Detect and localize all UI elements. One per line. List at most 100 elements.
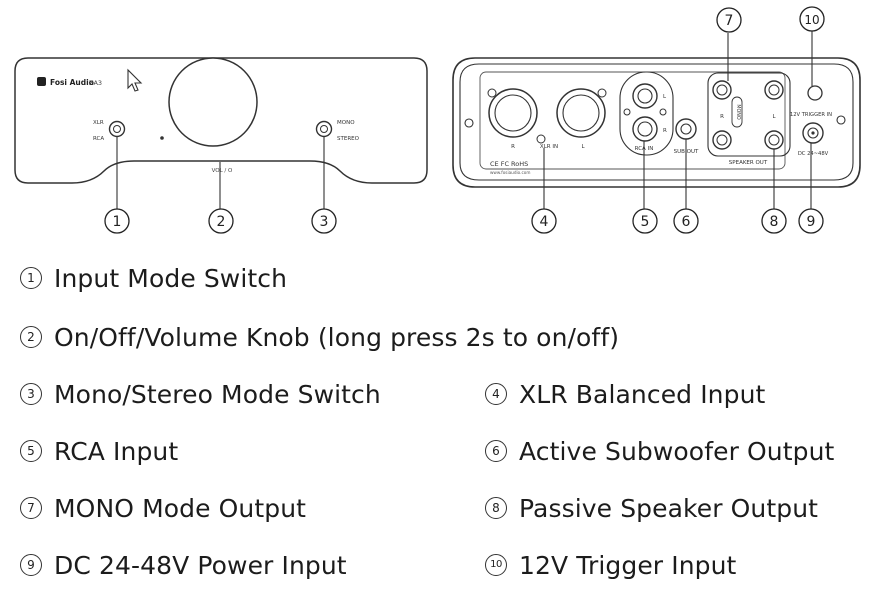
xlr-label-r: R	[511, 144, 515, 150]
legend-item-9: 9 DC 24-48V Power Input	[20, 545, 347, 585]
website-label: www.fosiaudio.com	[490, 170, 530, 175]
legend-number: 2	[20, 326, 42, 348]
legend-item-7: 7 MONO Mode Output	[20, 488, 306, 528]
callout-number: 7	[725, 13, 734, 29]
callout-2	[208, 208, 234, 234]
mono-stereo-switch-inner	[320, 125, 328, 133]
callout-1	[104, 208, 130, 234]
xlr-l-latch	[597, 88, 607, 98]
legend-text: Input Mode Switch	[54, 263, 288, 293]
dc-power-pin	[811, 131, 815, 135]
legend-number: 8	[485, 497, 507, 519]
xlr-label-in: XLR IN	[540, 144, 558, 150]
rear-connector-plate	[479, 71, 786, 170]
legend-text: RCA Input	[54, 436, 179, 466]
callout-number: 8	[770, 214, 779, 230]
speaker-l-minus-inner	[768, 134, 780, 146]
speaker-out-label: SPEAKER OUT	[729, 160, 768, 166]
callout-number: 5	[641, 214, 650, 230]
legend-text: On/Off/Volume Knob (long press 2s to on/…	[54, 322, 620, 352]
speaker-label-l: L	[772, 114, 776, 120]
legend-number: 7	[20, 497, 42, 519]
screw-right	[836, 115, 846, 125]
trigger-label: 12V TRIGGER IN	[790, 112, 832, 118]
switch-label-mono: MONO	[337, 120, 355, 126]
speaker-r-plus-inner	[716, 84, 728, 96]
speaker-group-outline	[707, 72, 791, 157]
legend-text: XLR Balanced Input	[519, 379, 766, 409]
rear-panel: R XLR IN L L R RCA IN SUB OUT MONO R L S…	[452, 57, 861, 188]
xlr-r-inner	[494, 94, 532, 132]
rear-callout-lines	[543, 31, 813, 209]
amplifier-panels-diagram: Fosi Audio ZA3 VOL / O XLR RCA MONO STER…	[14, 6, 861, 234]
callout-number: 2	[217, 214, 226, 230]
speaker-l-plus-inner	[768, 84, 780, 96]
legend-number: 10	[485, 554, 507, 576]
xlr-l-inner	[562, 94, 600, 132]
knob-label: VOL / O	[212, 168, 233, 174]
callout-numbers: 1 2 3 4 5 6 7 8 9 10	[113, 13, 820, 230]
model-name: ZA3	[89, 79, 102, 87]
legend-number: 5	[20, 440, 42, 462]
rca-l-inner	[637, 88, 653, 104]
callout-5	[632, 208, 658, 234]
legend-item-10: 10 12V Trigger Input	[485, 545, 736, 585]
rca-group-outline	[619, 71, 674, 156]
callout-number: 4	[540, 214, 549, 230]
screw-left	[464, 118, 474, 128]
callout-number: 6	[682, 214, 691, 230]
legend-item-4: 4 XLR Balanced Input	[485, 374, 765, 414]
callout-7	[716, 7, 742, 33]
legend-text: DC 24-48V Power Input	[54, 550, 347, 580]
switch-label-xlr: XLR	[93, 120, 104, 126]
legend-text: Active Subwoofer Output	[519, 436, 835, 466]
callout-8	[761, 208, 787, 234]
legend-text: Passive Speaker Output	[519, 493, 819, 523]
legend-text: 12V Trigger Input	[519, 550, 737, 580]
legend-number: 3	[20, 383, 42, 405]
switch-label-rca: RCA	[93, 136, 104, 142]
dc-label: DC 24~48V	[798, 151, 829, 157]
legend-number: 4	[485, 383, 507, 405]
cursor-icon	[127, 68, 143, 92]
callout-3	[311, 208, 337, 234]
xlr-label-l: L	[581, 144, 585, 150]
legend-item-2: 2 On/Off/Volume Knob (long press 2s to o…	[20, 317, 619, 357]
rear-panel-inner	[459, 63, 854, 181]
trigger-port[interactable]	[807, 85, 823, 101]
callout-number: 10	[804, 13, 819, 27]
legend-number: 1	[20, 267, 42, 289]
xlr-l-latch-2	[536, 134, 546, 144]
input-mode-switch-inner	[113, 125, 121, 133]
callout-6	[673, 208, 699, 234]
legend-item-8: 8 Passive Speaker Output	[485, 488, 818, 528]
legend-item-3: 3 Mono/Stereo Mode Switch	[20, 374, 381, 414]
rca-screw-2	[659, 108, 667, 116]
legend-item-5: 5 RCA Input	[20, 431, 178, 471]
callout-number: 3	[320, 214, 329, 230]
callout-4	[531, 208, 557, 234]
callout-number: 9	[807, 214, 816, 230]
callouts	[104, 6, 825, 234]
mono-label: MONO	[735, 104, 741, 120]
rca-r-inner	[637, 121, 653, 137]
callout-number: 1	[113, 214, 122, 230]
xlr-r-latch	[487, 88, 497, 98]
legend-text: Mono/Stereo Mode Switch	[54, 379, 381, 409]
brand-logo-icon	[37, 77, 46, 86]
rca-label-l: L	[663, 94, 667, 100]
switch-label-stereo: STEREO	[337, 136, 360, 142]
legend-number: 6	[485, 440, 507, 462]
rca-screw	[623, 108, 631, 116]
power-led	[160, 136, 164, 140]
callout-9	[798, 208, 824, 234]
volume-knob[interactable]	[168, 57, 258, 147]
callout-10	[799, 6, 825, 32]
brand-name: Fosi Audio	[50, 78, 94, 87]
legend-number: 9	[20, 554, 42, 576]
certification-marks: CE FC RoHS	[490, 160, 528, 168]
sub-out-inner	[680, 123, 692, 135]
legend-item-6: 6 Active Subwoofer Output	[485, 431, 834, 471]
legend-text: MONO Mode Output	[54, 493, 307, 523]
rca-label-r: R	[663, 128, 667, 134]
